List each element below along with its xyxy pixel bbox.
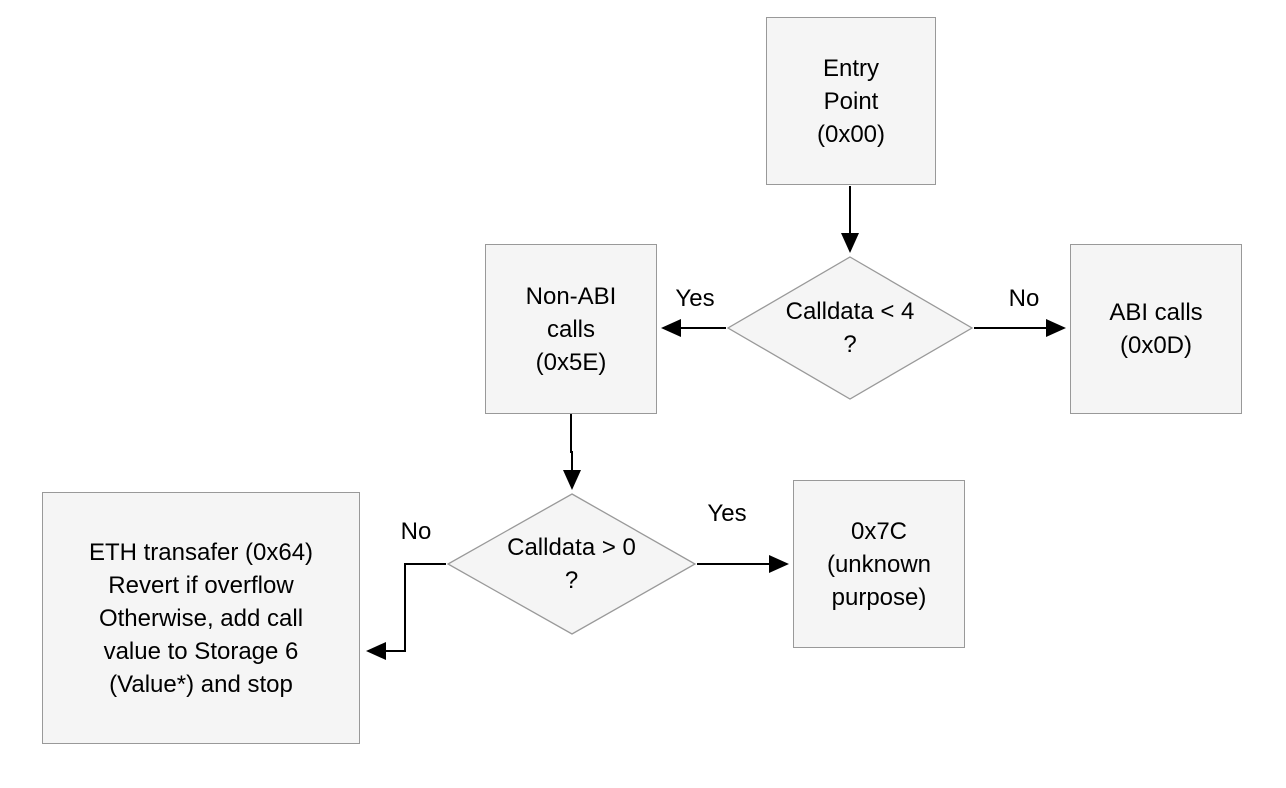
decision-calldata-gt-0-shape [446,493,697,635]
edge-label-no-calldata-gt-0: No [400,518,432,545]
node-0x7c-unknown-purpose: 0x7C (unknown purpose) [793,480,965,648]
node-non-abi-calls: Non-ABI calls (0x5E) [485,244,657,414]
edge-non-abi-to-calldata-gt-0 [563,414,581,490]
node-abi-calls: ABI calls (0x0D) [1070,244,1242,414]
edge-calldata-gt-0-no-to-eth-transfer [366,563,446,660]
node-entry-point: Entry Point (0x00) [766,17,936,185]
edge-label-yes-calldata-gt-0: Yes [707,500,747,527]
decision-calldata-lt-4-shape [726,256,974,400]
node-eth-transfer: ETH transafer (0x64) Revert if overflow … [42,492,360,744]
edge-label-yes-calldata-lt-4: Yes [675,285,715,312]
edge-label-no-calldata-lt-4: No [1008,285,1040,312]
